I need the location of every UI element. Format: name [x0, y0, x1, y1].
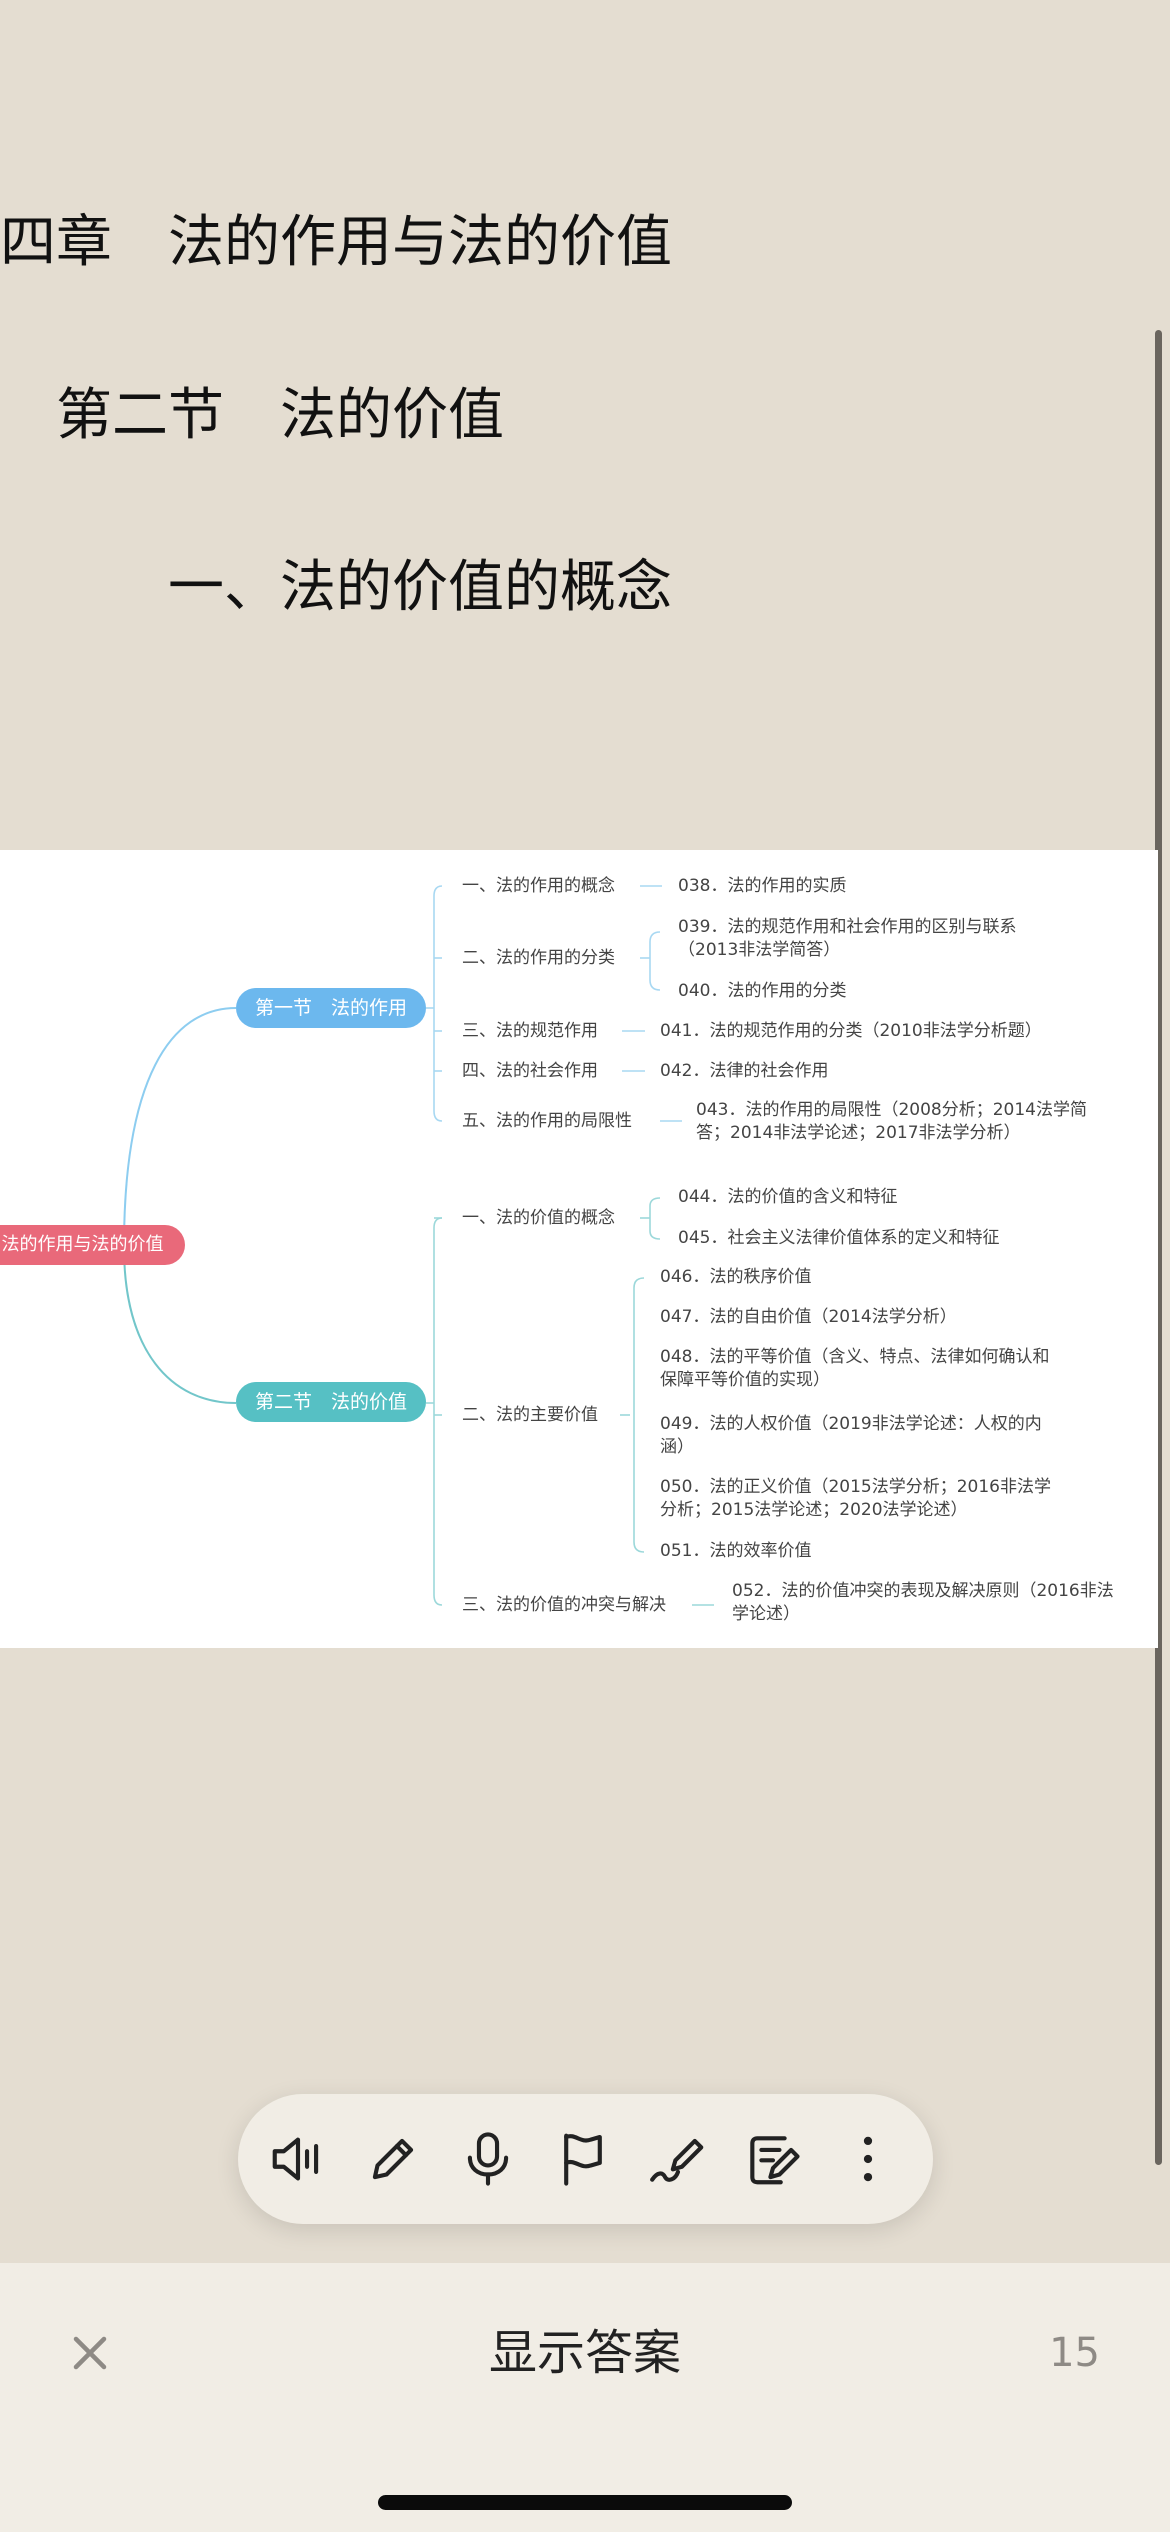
subsection-heading: 一、法的价值的概念	[168, 555, 672, 620]
mindmap-leaf: 044．法的价值的含义和特征	[678, 1187, 898, 1207]
flag-icon	[564, 2133, 602, 2186]
pencil-button[interactable]	[353, 2119, 433, 2199]
close-button[interactable]	[60, 2323, 120, 2383]
edit-note-button[interactable]	[733, 2119, 813, 2199]
mindmap-leaf: 045．社会主义法律价值体系的定义和特征	[678, 1228, 1000, 1248]
mindmap-root-node: 法的作用与法的价值	[0, 1225, 185, 1265]
branch-2-lines	[426, 1197, 714, 1606]
mindmap-leaf: 043．法的作用的局限性（2008分析；2014法学简 答；2014非法学论述；…	[696, 1100, 1087, 1143]
mindmap-item: 三、法的规范作用	[462, 1021, 598, 1041]
mindmap-image: 法的作用与法的价值 第一节 法的作用 第二节 法的价值 一、法的作用的概念 二、…	[0, 850, 1158, 1648]
flag-button[interactable]	[543, 2119, 623, 2199]
home-indicator[interactable]	[378, 2495, 792, 2510]
branch-node-section-1: 第一节 法的作用	[236, 988, 426, 1028]
mindmap-item: 三、法的价值的冲突与解决	[462, 1595, 666, 1615]
mindmap-item: 五、法的作用的局限性	[462, 1111, 632, 1131]
mindmap-item: 二、法的主要价值	[462, 1405, 598, 1425]
section-heading: 第二节 法的价值	[56, 383, 504, 448]
mindmap-item: 四、法的社会作用	[462, 1061, 598, 1081]
mindmap-leaf: 038．法的作用的实质	[678, 876, 847, 896]
more-icon	[863, 2136, 873, 2182]
connector-root-s2	[123, 1246, 237, 1404]
speaker-icon	[272, 2137, 319, 2181]
more-button[interactable]	[828, 2119, 908, 2199]
mindmap-item: 一、法的价值的概念	[462, 1208, 615, 1228]
remaining-card-count: 15	[1049, 2330, 1100, 2376]
branch-node-section-2: 第二节 法的价值	[236, 1382, 426, 1422]
speaker-button[interactable]	[258, 2119, 338, 2199]
mindmap-leaf: 040．法的作用的分类	[678, 981, 847, 1001]
mindmap-connectors	[123, 885, 714, 1606]
mindmap-leaf: 049．法的人权价值（2019非法学论述：人权的内 涵）	[660, 1414, 1042, 1457]
microphone-button[interactable]	[448, 2119, 528, 2199]
mindmap-leaf: 050．法的正义价值（2015法学分析；2016非法学 分析；2015法学论述；…	[660, 1477, 1051, 1520]
pencil-icon	[372, 2138, 414, 2180]
mindmap-leaf: 042．法律的社会作用	[660, 1061, 829, 1081]
edit-note-icon	[750, 2136, 800, 2185]
mindmap-item: 一、法的作用的概念	[462, 876, 615, 896]
scribble-pen-button[interactable]	[638, 2119, 718, 2199]
floating-toolbar	[238, 2094, 933, 2224]
branch-1-lines	[426, 885, 682, 1122]
mindmap-leaf: 039．法的规范作用和社会作用的区别与联系 （2013非法学简答）	[678, 917, 1017, 960]
connector-root-s1	[123, 1007, 237, 1248]
mindmap-leaf: 048．法的平等价值（含义、特点、法律如何确认和 保障平等价值的实现）	[660, 1347, 1050, 1390]
scribble-pen-icon	[650, 2138, 704, 2182]
mindmap-leaf: 052．法的价值冲突的表现及解决原则（2016非法 学论述）	[732, 1581, 1114, 1624]
microphone-icon	[467, 2132, 509, 2186]
bottom-bar: 显示答案 15	[0, 2263, 1170, 2532]
mindmap-item: 二、法的作用的分类	[462, 948, 615, 968]
close-icon	[73, 2336, 107, 2370]
scrollbar[interactable]	[1155, 330, 1162, 2165]
chapter-heading: 四章 法的作用与法的价值	[0, 210, 672, 275]
mindmap-leaf: 047．法的自由价值（2014法学分析）	[660, 1307, 957, 1327]
mindmap-leaf: 051．法的效率价值	[660, 1541, 812, 1561]
mindmap-leaf: 041．法的规范作用的分类（2010非法学分析题）	[660, 1021, 1042, 1041]
show-answer-button[interactable]: 显示答案	[488, 2325, 681, 2381]
mindmap-leaf: 046．法的秩序价值	[660, 1267, 812, 1287]
